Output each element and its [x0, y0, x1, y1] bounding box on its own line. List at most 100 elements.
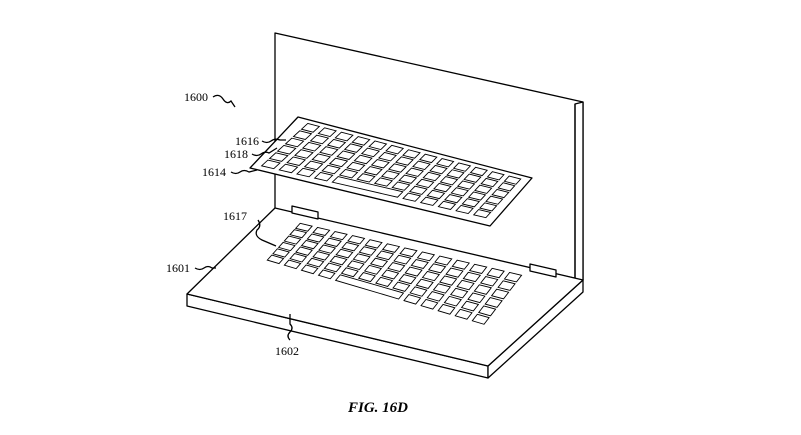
key	[443, 295, 462, 307]
key	[402, 192, 422, 202]
key	[485, 195, 504, 205]
key	[392, 281, 411, 292]
key	[415, 278, 434, 289]
key	[309, 134, 330, 145]
key	[420, 298, 439, 310]
key	[463, 173, 482, 183]
label-1616: 1616	[235, 134, 259, 148]
key	[446, 169, 465, 179]
key	[278, 163, 299, 174]
key	[317, 269, 336, 280]
leader-1618	[251, 147, 278, 157]
key	[421, 270, 441, 282]
key	[323, 237, 342, 247]
key	[477, 305, 497, 317]
key	[455, 204, 474, 215]
key	[363, 166, 383, 176]
key	[456, 180, 476, 190]
key	[295, 246, 314, 256]
key	[329, 255, 348, 266]
key	[480, 177, 499, 188]
key	[335, 248, 354, 259]
key	[416, 251, 436, 262]
leader-1616	[261, 138, 286, 144]
key	[334, 274, 405, 300]
key	[479, 276, 499, 287]
key	[462, 271, 482, 283]
key	[283, 259, 302, 270]
key	[387, 163, 408, 173]
key	[399, 247, 418, 258]
key	[381, 269, 400, 280]
key	[479, 202, 498, 212]
key	[460, 300, 480, 312]
key	[346, 161, 366, 172]
key	[450, 187, 470, 197]
key	[445, 267, 464, 278]
key	[289, 229, 308, 239]
key	[391, 181, 411, 191]
key	[352, 253, 371, 263]
key	[491, 188, 510, 199]
label-1614: 1614	[202, 165, 226, 179]
key	[375, 250, 395, 261]
virtual-keyboard	[249, 116, 533, 227]
key	[346, 260, 365, 271]
key	[368, 140, 388, 151]
key	[385, 144, 405, 155]
hinge-left	[291, 205, 319, 220]
base-keyboard	[262, 220, 528, 330]
key	[347, 235, 366, 245]
key	[490, 288, 510, 300]
key	[317, 127, 337, 138]
key	[484, 297, 503, 308]
key	[329, 231, 348, 241]
key	[472, 209, 492, 219]
key	[426, 189, 446, 200]
key	[336, 150, 356, 160]
key	[412, 160, 431, 171]
key	[296, 167, 316, 178]
key	[452, 162, 472, 172]
key	[303, 160, 324, 171]
key	[432, 283, 452, 294]
key	[451, 259, 471, 270]
label-1602: 1602	[275, 344, 299, 358]
key	[461, 198, 481, 208]
key	[437, 200, 457, 210]
key	[351, 136, 371, 146]
key	[404, 266, 423, 277]
key	[433, 182, 452, 193]
key	[331, 176, 404, 198]
key	[456, 279, 475, 291]
key	[289, 253, 308, 263]
key	[268, 152, 289, 162]
key	[353, 154, 373, 165]
key	[364, 239, 383, 249]
key	[283, 235, 302, 245]
label-1600: 1600	[184, 90, 208, 104]
key	[306, 257, 325, 268]
key	[503, 175, 522, 185]
key	[409, 286, 428, 297]
key	[380, 170, 401, 180]
key	[321, 164, 341, 175]
key	[338, 168, 359, 179]
key	[408, 185, 428, 195]
key	[277, 241, 296, 252]
leader-1602	[287, 314, 293, 341]
key	[381, 243, 401, 253]
hinge-right	[529, 263, 557, 278]
key	[260, 159, 281, 170]
key	[434, 255, 453, 266]
key	[369, 257, 389, 268]
key	[398, 174, 418, 184]
key	[439, 176, 459, 186]
key	[294, 149, 314, 159]
key	[405, 167, 425, 177]
key	[373, 177, 394, 187]
key	[435, 158, 455, 168]
key	[340, 267, 359, 278]
key	[497, 280, 516, 291]
key	[286, 156, 307, 166]
